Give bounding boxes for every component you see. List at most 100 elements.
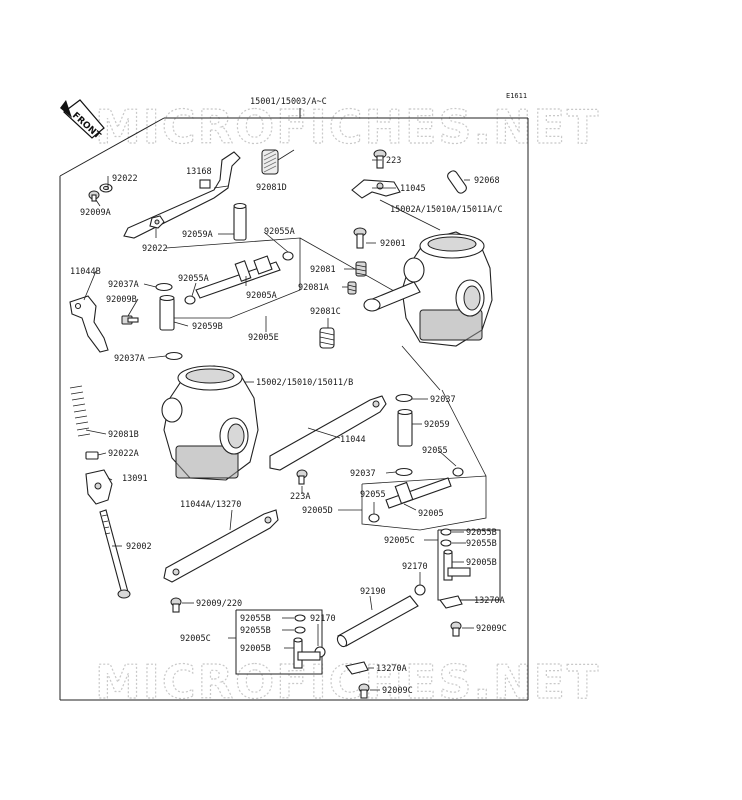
watermark-top: MICROFICHES.NET	[95, 100, 600, 154]
bracket-13270A-right[interactable]	[439, 595, 463, 609]
label-92081C: 92081C	[310, 307, 341, 317]
screw-223A[interactable]	[296, 469, 308, 485]
tube-92005[interactable]	[385, 477, 452, 509]
label-15002: 15002/15010/15011/B	[256, 378, 353, 388]
bolt-92009A[interactable]	[88, 190, 100, 202]
label-92081A: 92081A	[298, 283, 329, 293]
oring-92055-lower[interactable]	[368, 513, 380, 523]
label-11045: 11045	[400, 184, 426, 194]
clamp-92170-right[interactable]	[414, 584, 426, 596]
label-92059: 92059	[424, 420, 450, 430]
oring-92055A-upper[interactable]	[282, 251, 294, 261]
label-92005: 92005	[418, 509, 444, 519]
nut-92022[interactable]	[149, 215, 165, 229]
label-92037A-a: 92037A	[108, 280, 139, 290]
label-assembly: 15001/15003/A~C	[250, 97, 327, 107]
label-11044B: 11044B	[70, 267, 101, 277]
label-92081D: 92081D	[256, 183, 287, 193]
fitting-92005B-right[interactable]	[443, 549, 471, 581]
plate-11045[interactable]	[351, 179, 401, 199]
bolt-92009-220[interactable]	[170, 597, 182, 613]
spring-92081D[interactable]	[261, 149, 295, 175]
label-92059B: 92059B	[192, 322, 223, 332]
label-92001: 92001	[380, 239, 406, 249]
tube-92005A[interactable]	[195, 255, 281, 299]
label-223: 223	[386, 156, 401, 166]
screw-223[interactable]	[373, 149, 387, 169]
label-92055B-r2: 92055B	[466, 539, 497, 549]
sleeve-92059[interactable]	[397, 408, 413, 447]
bracket-11044B[interactable]	[69, 295, 109, 353]
bracket-13270A-left[interactable]	[345, 661, 369, 675]
label-92037A-b: 92037A	[114, 354, 145, 364]
label-13270A-r: 13270A	[474, 596, 505, 606]
screw-92001[interactable]	[353, 227, 367, 249]
cap-92068[interactable]	[446, 169, 468, 194]
label-92055A-a: 92055A	[264, 227, 295, 237]
sleeve-92059B[interactable]	[159, 294, 175, 331]
plate-11044[interactable]	[269, 395, 387, 471]
label-92005C-l: 92005C	[180, 634, 211, 644]
watermark-bottom: MICROFICHES.NET	[95, 655, 600, 709]
oring-92055-upper[interactable]	[452, 467, 464, 477]
clip-92037A-lower[interactable]	[165, 351, 183, 361]
bracket-13168[interactable]	[123, 151, 241, 239]
leader-lines	[83, 159, 474, 691]
carburetor-15002[interactable]	[161, 365, 259, 481]
label-92005A: 92005A	[246, 291, 277, 301]
label-92009-220: 92009/220	[196, 599, 242, 609]
label-92009C-r: 92009C	[476, 624, 507, 634]
label-92170-r: 92170	[402, 562, 428, 572]
label-92037-a: 92037	[430, 395, 456, 405]
label-92009C-b: 92009C	[382, 686, 413, 696]
label-92005D: 92005D	[302, 506, 333, 516]
label-13091: 13091	[122, 474, 148, 484]
label-92190: 92190	[360, 587, 386, 597]
oring-92055B-r1[interactable]	[440, 528, 452, 536]
screw-92009B[interactable]	[121, 315, 139, 325]
label-92022-a: 92022	[112, 174, 138, 184]
bracket-13091[interactable]	[85, 469, 113, 505]
label-15002A: 15002A/15010A/15011A/C	[390, 205, 503, 215]
assembly-frame	[59, 108, 529, 701]
label-92022-b: 92022	[142, 244, 168, 254]
label-92037-b: 92037	[350, 469, 376, 479]
oring-92055B-r2[interactable]	[440, 539, 452, 547]
label-92081B: 92081B	[108, 430, 139, 440]
label-92055B-l2: 92055B	[240, 626, 271, 636]
callout-labels: 15001/15003/A~C 13168 92022 92009A 92081…	[70, 97, 507, 696]
label-92055B-r1: 92055B	[466, 528, 497, 538]
label-92009B: 92009B	[106, 295, 137, 305]
clip-92037A-upper[interactable]	[155, 282, 173, 292]
oring-92055A-lower[interactable]	[184, 295, 196, 305]
nut-92022A[interactable]	[85, 451, 99, 460]
hose-92190[interactable]	[336, 595, 419, 648]
label-92055B-l1: 92055B	[240, 614, 271, 624]
oring-92055B-l1[interactable]	[294, 614, 306, 622]
washer-92022[interactable]	[99, 183, 113, 193]
spring-92081B[interactable]	[69, 385, 91, 437]
carburetor-15002A[interactable]	[363, 231, 493, 347]
label-92005B-r: 92005B	[466, 558, 497, 568]
label-92055-b: 92055	[360, 490, 386, 500]
plate-11044A[interactable]	[163, 509, 279, 583]
clip-92037-upper[interactable]	[395, 393, 413, 403]
bolt-92002[interactable]	[99, 509, 131, 599]
sleeve-92059A[interactable]	[233, 202, 247, 241]
label-92059A: 92059A	[182, 230, 213, 240]
bolt-92009C-bottom[interactable]	[358, 683, 370, 699]
bolt-92009C-right[interactable]	[450, 621, 462, 637]
spring-92081A[interactable]	[347, 281, 357, 295]
label-13168: 13168	[186, 167, 212, 177]
label-11044: 11044	[340, 435, 366, 445]
clip-92037-lower[interactable]	[395, 467, 413, 477]
oring-92055B-l2[interactable]	[294, 626, 306, 634]
label-92170-l: 92170	[310, 614, 336, 624]
label-92081: 92081	[310, 265, 336, 275]
spring-92081C[interactable]	[319, 327, 335, 349]
spring-92081[interactable]	[355, 261, 367, 277]
label-92022A: 92022A	[108, 449, 139, 459]
label-92002: 92002	[126, 542, 152, 552]
fitting-92005B-left[interactable]	[293, 637, 321, 669]
